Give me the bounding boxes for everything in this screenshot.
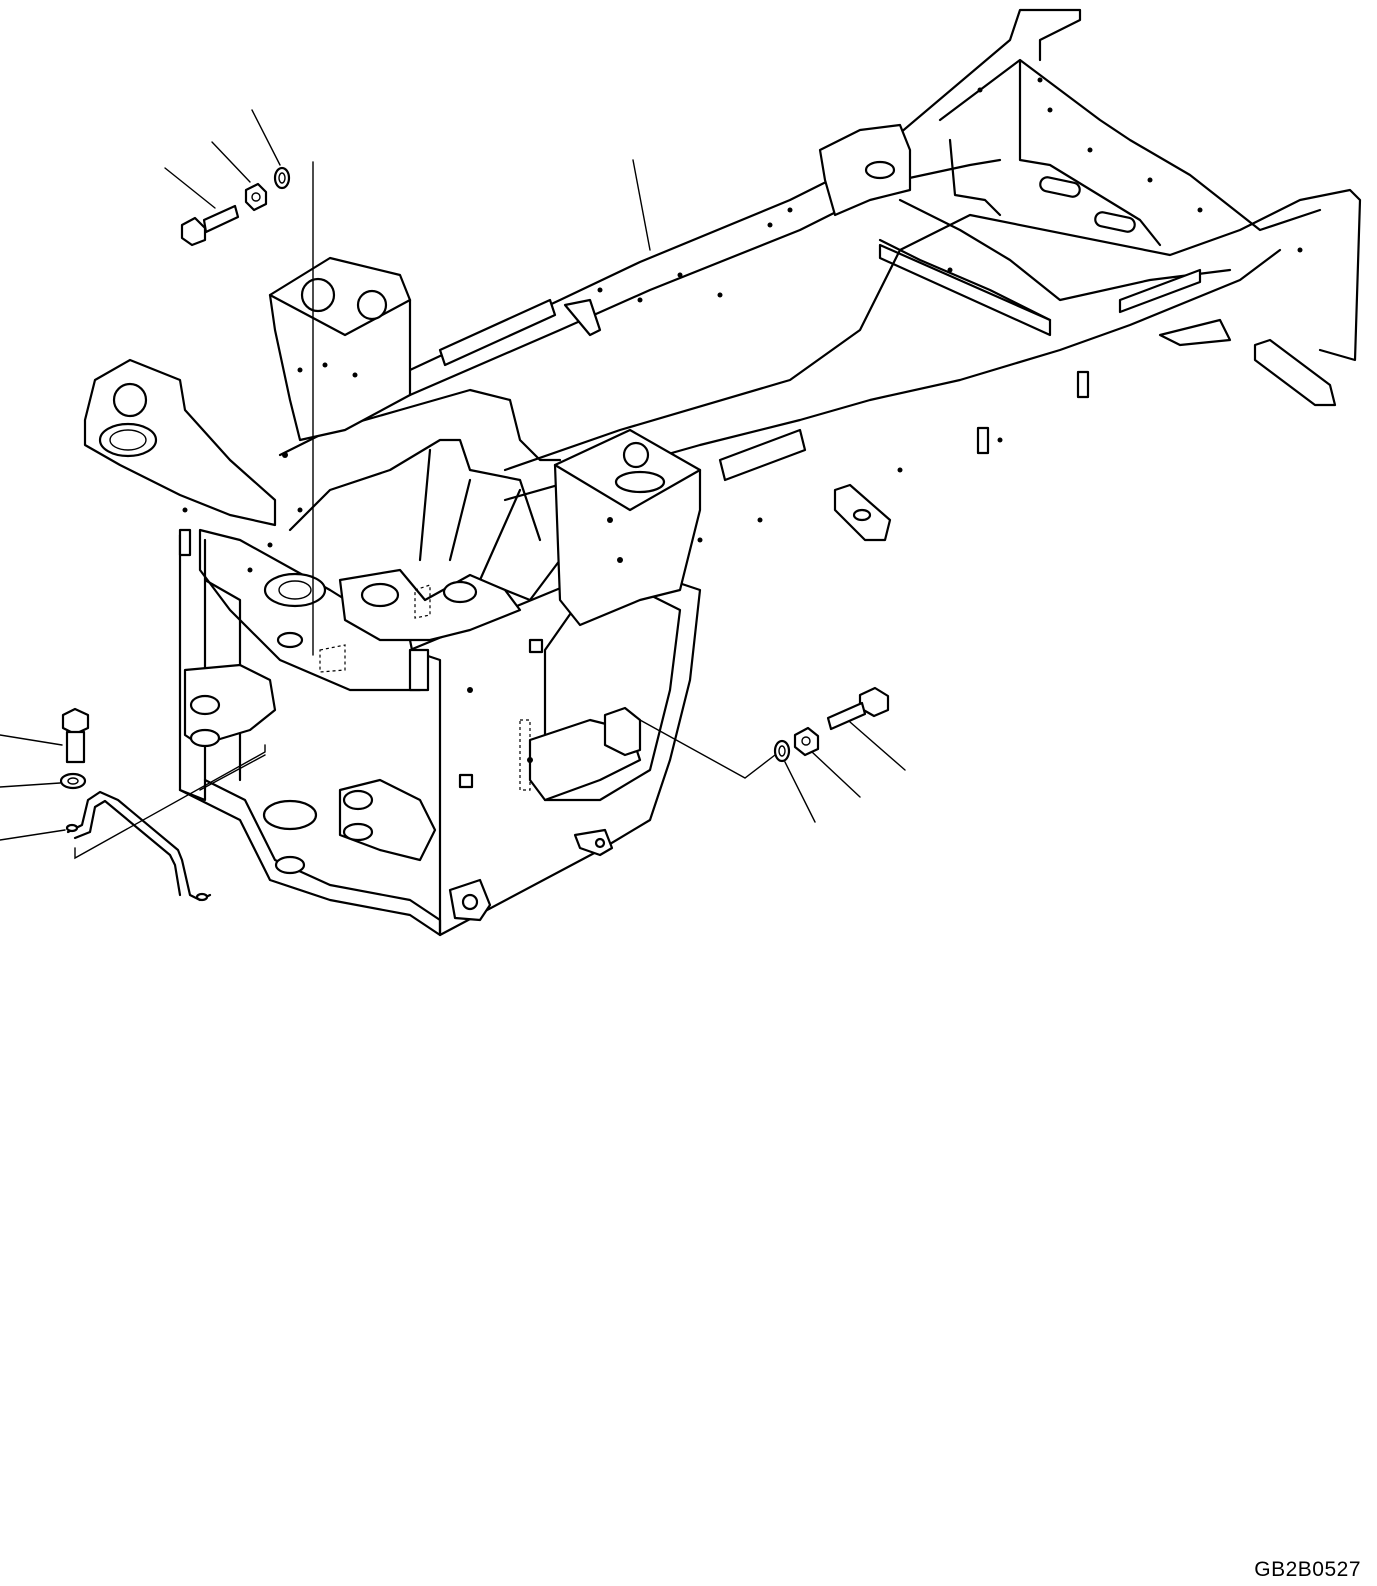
front-pivot-hole-3 — [276, 631, 304, 649]
rear-frame — [878, 58, 1322, 322]
bolt-shank — [202, 204, 240, 234]
rear-slot-1 — [1039, 176, 1081, 198]
front-pivot-hole-1 — [263, 572, 327, 608]
upper-left-arm-hole-2 — [98, 422, 158, 458]
top-left-hardware — [164, 109, 651, 656]
center-bracket-plate — [338, 568, 522, 642]
rear-bracket-hole — [864, 160, 896, 180]
right-nut-hole — [801, 736, 811, 746]
right-rail-tab — [1118, 268, 1202, 314]
bolt-head — [61, 707, 90, 736]
front-lift-lug-left-hole — [189, 694, 221, 716]
rear-cross-member — [878, 243, 1052, 337]
front-lift-lug-right-hole2 — [342, 822, 374, 842]
right-tower-hole-1 — [622, 441, 650, 469]
front-bottom-hole-1 — [262, 799, 318, 831]
leader-left-bracket — [0, 829, 66, 841]
frame-block-6 — [178, 528, 192, 557]
leader-front-link — [199, 754, 266, 791]
left-tower-hole-2 — [356, 289, 388, 321]
leader-right-washer — [784, 761, 816, 823]
front-lug — [573, 828, 614, 857]
right-step-rail — [718, 428, 807, 482]
leader-left-washer — [0, 782, 61, 788]
frame-block-4 — [458, 773, 474, 789]
leader-nut — [211, 141, 251, 183]
right-hardware — [639, 686, 906, 823]
leader-right-nut — [811, 751, 861, 798]
clamp-bracket-inner — [73, 799, 182, 897]
center-bracket-hole-1 — [360, 582, 400, 608]
front-bottom-frame — [178, 778, 442, 937]
right-bolt-shank — [826, 701, 867, 731]
front-bottom-lug-hole — [461, 893, 479, 911]
right-tower-hole-2 — [614, 470, 666, 494]
front-tower-left-top — [268, 293, 412, 337]
leader-right-link — [639, 719, 776, 779]
frame-block-3 — [528, 638, 544, 654]
main-frame — [83, 8, 1362, 937]
lower-washer-hole — [67, 777, 79, 785]
right-washer — [773, 739, 791, 763]
washer-hole — [278, 172, 286, 184]
leader-washer — [251, 109, 281, 166]
front-pivot-arm — [198, 528, 422, 692]
nut-hole — [251, 192, 261, 202]
front-lift-lug-right-hole — [342, 789, 374, 811]
front-lift-lug-left-hole2 — [189, 728, 221, 748]
leader-right-bolt — [849, 721, 906, 771]
left-hardware — [0, 707, 266, 902]
right-rail — [503, 188, 1362, 502]
frame-block-2 — [976, 426, 990, 455]
side-hitch-hole — [852, 508, 872, 522]
washer — [273, 166, 291, 190]
front-pivot-hole-2 — [278, 580, 312, 600]
front-tower-right-top — [553, 463, 702, 512]
right-washer-hole — [778, 745, 786, 757]
left-tower-hole-1 — [300, 277, 336, 313]
clamp-hole-right — [195, 892, 209, 902]
front-lug-hole — [594, 837, 606, 849]
clamp-bracket — [66, 790, 212, 902]
leader-frame — [632, 159, 651, 251]
hidden-feature-3 — [519, 719, 531, 791]
left-step-bracket — [563, 298, 602, 337]
upper-left-arm-hole-1 — [112, 382, 148, 418]
frame-block-1 — [1076, 370, 1090, 399]
front-bottom-hole-2 — [274, 855, 306, 875]
right-hex-nut — [793, 726, 820, 757]
rear-hook — [1253, 338, 1337, 407]
leader-left-bracket-link — [74, 744, 266, 860]
center-frame — [278, 388, 562, 602]
hidden-feature-1 — [319, 644, 346, 673]
bolt-body — [65, 730, 86, 764]
center-bracket-hole-2 — [442, 580, 478, 604]
front-lift-lug-left — [183, 663, 277, 747]
left-step-rail — [438, 298, 557, 367]
clamp-hole-left — [65, 823, 79, 833]
leader-left-bolt — [0, 734, 63, 746]
hex-nut — [244, 182, 268, 212]
rear-slot-2 — [1094, 211, 1136, 233]
drawing-code: GB2B0527 — [1254, 1558, 1361, 1581]
right-rail-step — [1158, 318, 1232, 347]
hex-bolt — [180, 216, 207, 247]
lower-washer — [59, 772, 87, 790]
frame-block-5 — [408, 648, 430, 692]
leader-bolt — [164, 167, 216, 209]
front-mount-block — [603, 706, 642, 757]
left-rail — [408, 8, 1082, 397]
upper-left-arm-hole-3 — [109, 429, 147, 451]
